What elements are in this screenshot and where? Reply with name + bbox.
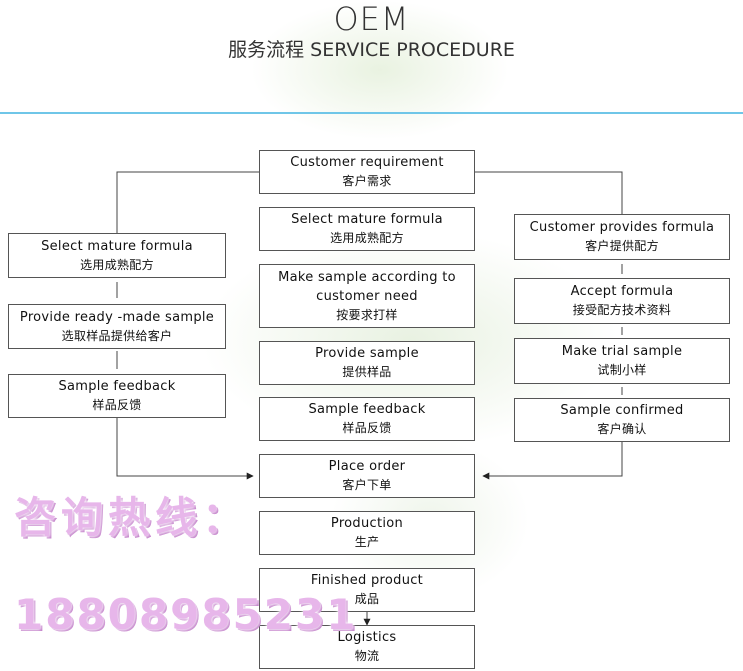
node-logistics: Logistics 物流 — [259, 625, 475, 669]
node-label-en: Place order — [328, 459, 406, 474]
node-label-cn: 选用成熟配方 — [80, 257, 154, 272]
node-label-cn: 试制小样 — [597, 363, 647, 377]
node-label-cn: 提供样品 — [342, 365, 392, 379]
node-label-cn: 物流 — [354, 649, 380, 663]
node-label-en: Sample confirmed — [560, 403, 684, 418]
node-right-customer-provides-formula: Customer provides formula 客户提供配方 — [514, 214, 730, 260]
node-label-en: Customer requirement — [290, 155, 444, 170]
node-provide-sample: Provide sample 提供样品 — [259, 341, 475, 385]
connector-right-merge — [482, 442, 623, 480]
node-label-en: Sample feedback — [308, 402, 426, 417]
node-right-make-trial-sample: Make trial sample 试制小样 — [514, 338, 730, 384]
hotline-number: 18808985231 — [14, 590, 358, 639]
node-label-en: Make trial sample — [561, 344, 683, 359]
node-label-en: Finished product — [310, 573, 424, 588]
node-production: Production 生产 — [259, 511, 475, 555]
node-label-cn: 客户提供配方 — [585, 239, 659, 253]
node-label-cn: 选取样品提供给客户 — [61, 328, 173, 343]
node-label-en: Sample feedback — [58, 379, 176, 394]
node-label-en: Select mature formula — [291, 212, 443, 227]
node-sample-feedback: Sample feedback 样品反馈 — [259, 397, 475, 441]
page-title: OEM — [333, 0, 410, 38]
node-label-cn: 样品反馈 — [342, 421, 392, 435]
node-label-en: Production — [330, 516, 404, 531]
node-place-order: Place order 客户下单 — [259, 454, 475, 498]
node-label-cn: 生产 — [354, 535, 380, 549]
header-divider — [0, 112, 743, 114]
node-left-select-mature-formula: Select mature formula 选用成熟配方 — [8, 233, 226, 278]
connector-right-branch — [475, 171, 623, 214]
node-customer-requirement: Customer requirement 客户需求 — [259, 150, 475, 194]
node-select-mature-formula: Select mature formula 选用成熟配方 — [259, 207, 475, 251]
node-label-cn: 成品 — [354, 592, 380, 606]
connector-left-branch — [116, 171, 260, 233]
node-label-en: Customer provides formula — [529, 220, 715, 235]
node-label-cn: 选用成熟配方 — [330, 231, 404, 245]
node-label-en: Provide ready -made sample — [19, 309, 215, 325]
node-label-cn: 客户确认 — [597, 422, 647, 436]
node-left-sample-feedback: Sample feedback 样品反馈 — [8, 374, 226, 418]
node-label-cn: 客户需求 — [342, 174, 392, 188]
node-left-provide-ready-sample: Provide ready -made sample 选取样品提供给客户 — [8, 304, 226, 349]
node-label-cn: 样品反馈 — [92, 398, 142, 412]
node-label-en: Make sample according to customer need — [278, 269, 456, 304]
node-finished-product: Finished product 成品 — [259, 568, 475, 612]
node-right-accept-formula: Accept formula 接受配方技术资料 — [514, 278, 730, 324]
node-label-en: Accept formula — [570, 284, 674, 299]
node-label-cn: 接受配方技术资料 — [572, 303, 672, 317]
hotline-label: 咨询热线： — [14, 493, 250, 542]
node-label-cn: 客户下单 — [342, 478, 392, 492]
node-label-en: Logistics — [337, 630, 397, 645]
node-label-en: Provide sample — [315, 346, 419, 361]
connector-left-merge — [116, 418, 254, 480]
page-subtitle: 服务流程 SERVICE PROCEDURE — [228, 39, 515, 61]
node-right-sample-confirmed: Sample confirmed 客户确认 — [514, 398, 730, 442]
node-make-sample: Make sample according to customer need 按… — [259, 264, 475, 328]
node-label-cn: 按要求打样 — [336, 307, 398, 322]
node-label-en: Select mature formula — [41, 238, 193, 254]
